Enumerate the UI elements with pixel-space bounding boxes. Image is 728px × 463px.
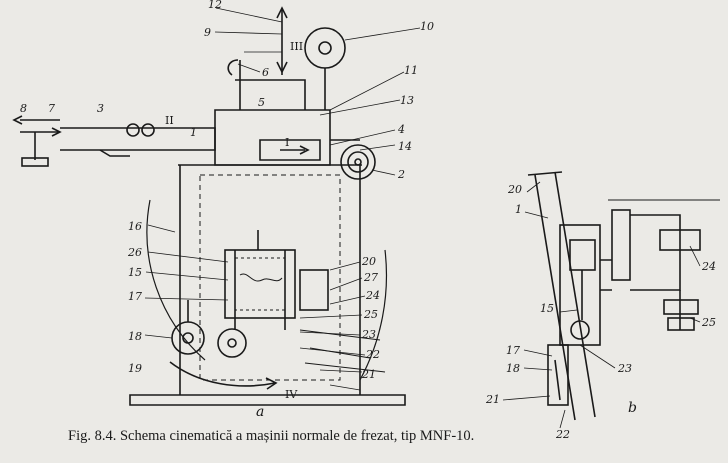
label-b-25: 25 <box>701 316 716 329</box>
label-b-23: 23 <box>617 362 632 375</box>
label-4: 4 <box>397 123 405 136</box>
label-5: 5 <box>258 96 265 109</box>
label-18: 18 <box>128 330 142 343</box>
label-7: 7 <box>48 102 55 115</box>
label-b-1: 1 <box>515 203 522 216</box>
label-10: 10 <box>420 20 434 33</box>
label-1: 1 <box>190 126 197 139</box>
label-b-15: 15 <box>540 302 554 315</box>
machine-frame <box>12 6 406 406</box>
label-view-a: a <box>256 404 264 420</box>
right-view-labels: 20 1 15 17 18 21 22 23 24 25 b <box>485 183 716 441</box>
label-6: 6 <box>262 66 269 79</box>
label-b-17: 17 <box>506 344 520 357</box>
label-9: 9 <box>204 26 211 39</box>
label-27: 27 <box>363 271 378 284</box>
label-shaft-II: II <box>165 114 174 127</box>
label-21: 21 <box>361 368 376 381</box>
label-3: 3 <box>97 102 104 115</box>
label-2: 2 <box>397 168 405 181</box>
label-13: 13 <box>400 94 414 107</box>
label-b-21: 21 <box>485 393 500 406</box>
label-17: 17 <box>128 290 142 303</box>
label-12: 12 <box>208 0 222 11</box>
label-b-22: 22 <box>555 428 570 441</box>
label-b-20: 20 <box>507 183 522 196</box>
label-14: 14 <box>398 140 412 153</box>
label-shaft-I: I <box>285 136 289 149</box>
label-22: 22 <box>365 348 380 361</box>
label-motion-IV: IV <box>285 388 298 401</box>
label-23: 23 <box>361 328 376 341</box>
label-25: 25 <box>363 308 378 321</box>
label-16: 16 <box>128 220 142 233</box>
label-shaft-III: III <box>290 40 303 53</box>
label-view-b: b <box>628 400 637 416</box>
label-19: 19 <box>128 362 142 375</box>
label-26: 26 <box>127 246 142 259</box>
left-view-labels: 12 9 10 6 11 5 13 8 7 3 1 4 14 2 16 26 1… <box>20 0 434 420</box>
label-b-18: 18 <box>506 362 520 375</box>
figure-caption: Fig. 8.4. Schema cinematică a mașinii no… <box>68 428 475 444</box>
detail-view-b <box>502 171 720 429</box>
label-11: 11 <box>404 64 418 77</box>
label-8: 8 <box>20 102 27 115</box>
label-15: 15 <box>128 266 142 279</box>
label-24: 24 <box>365 289 380 302</box>
label-20: 20 <box>361 255 376 268</box>
label-b-24: 24 <box>701 260 716 273</box>
